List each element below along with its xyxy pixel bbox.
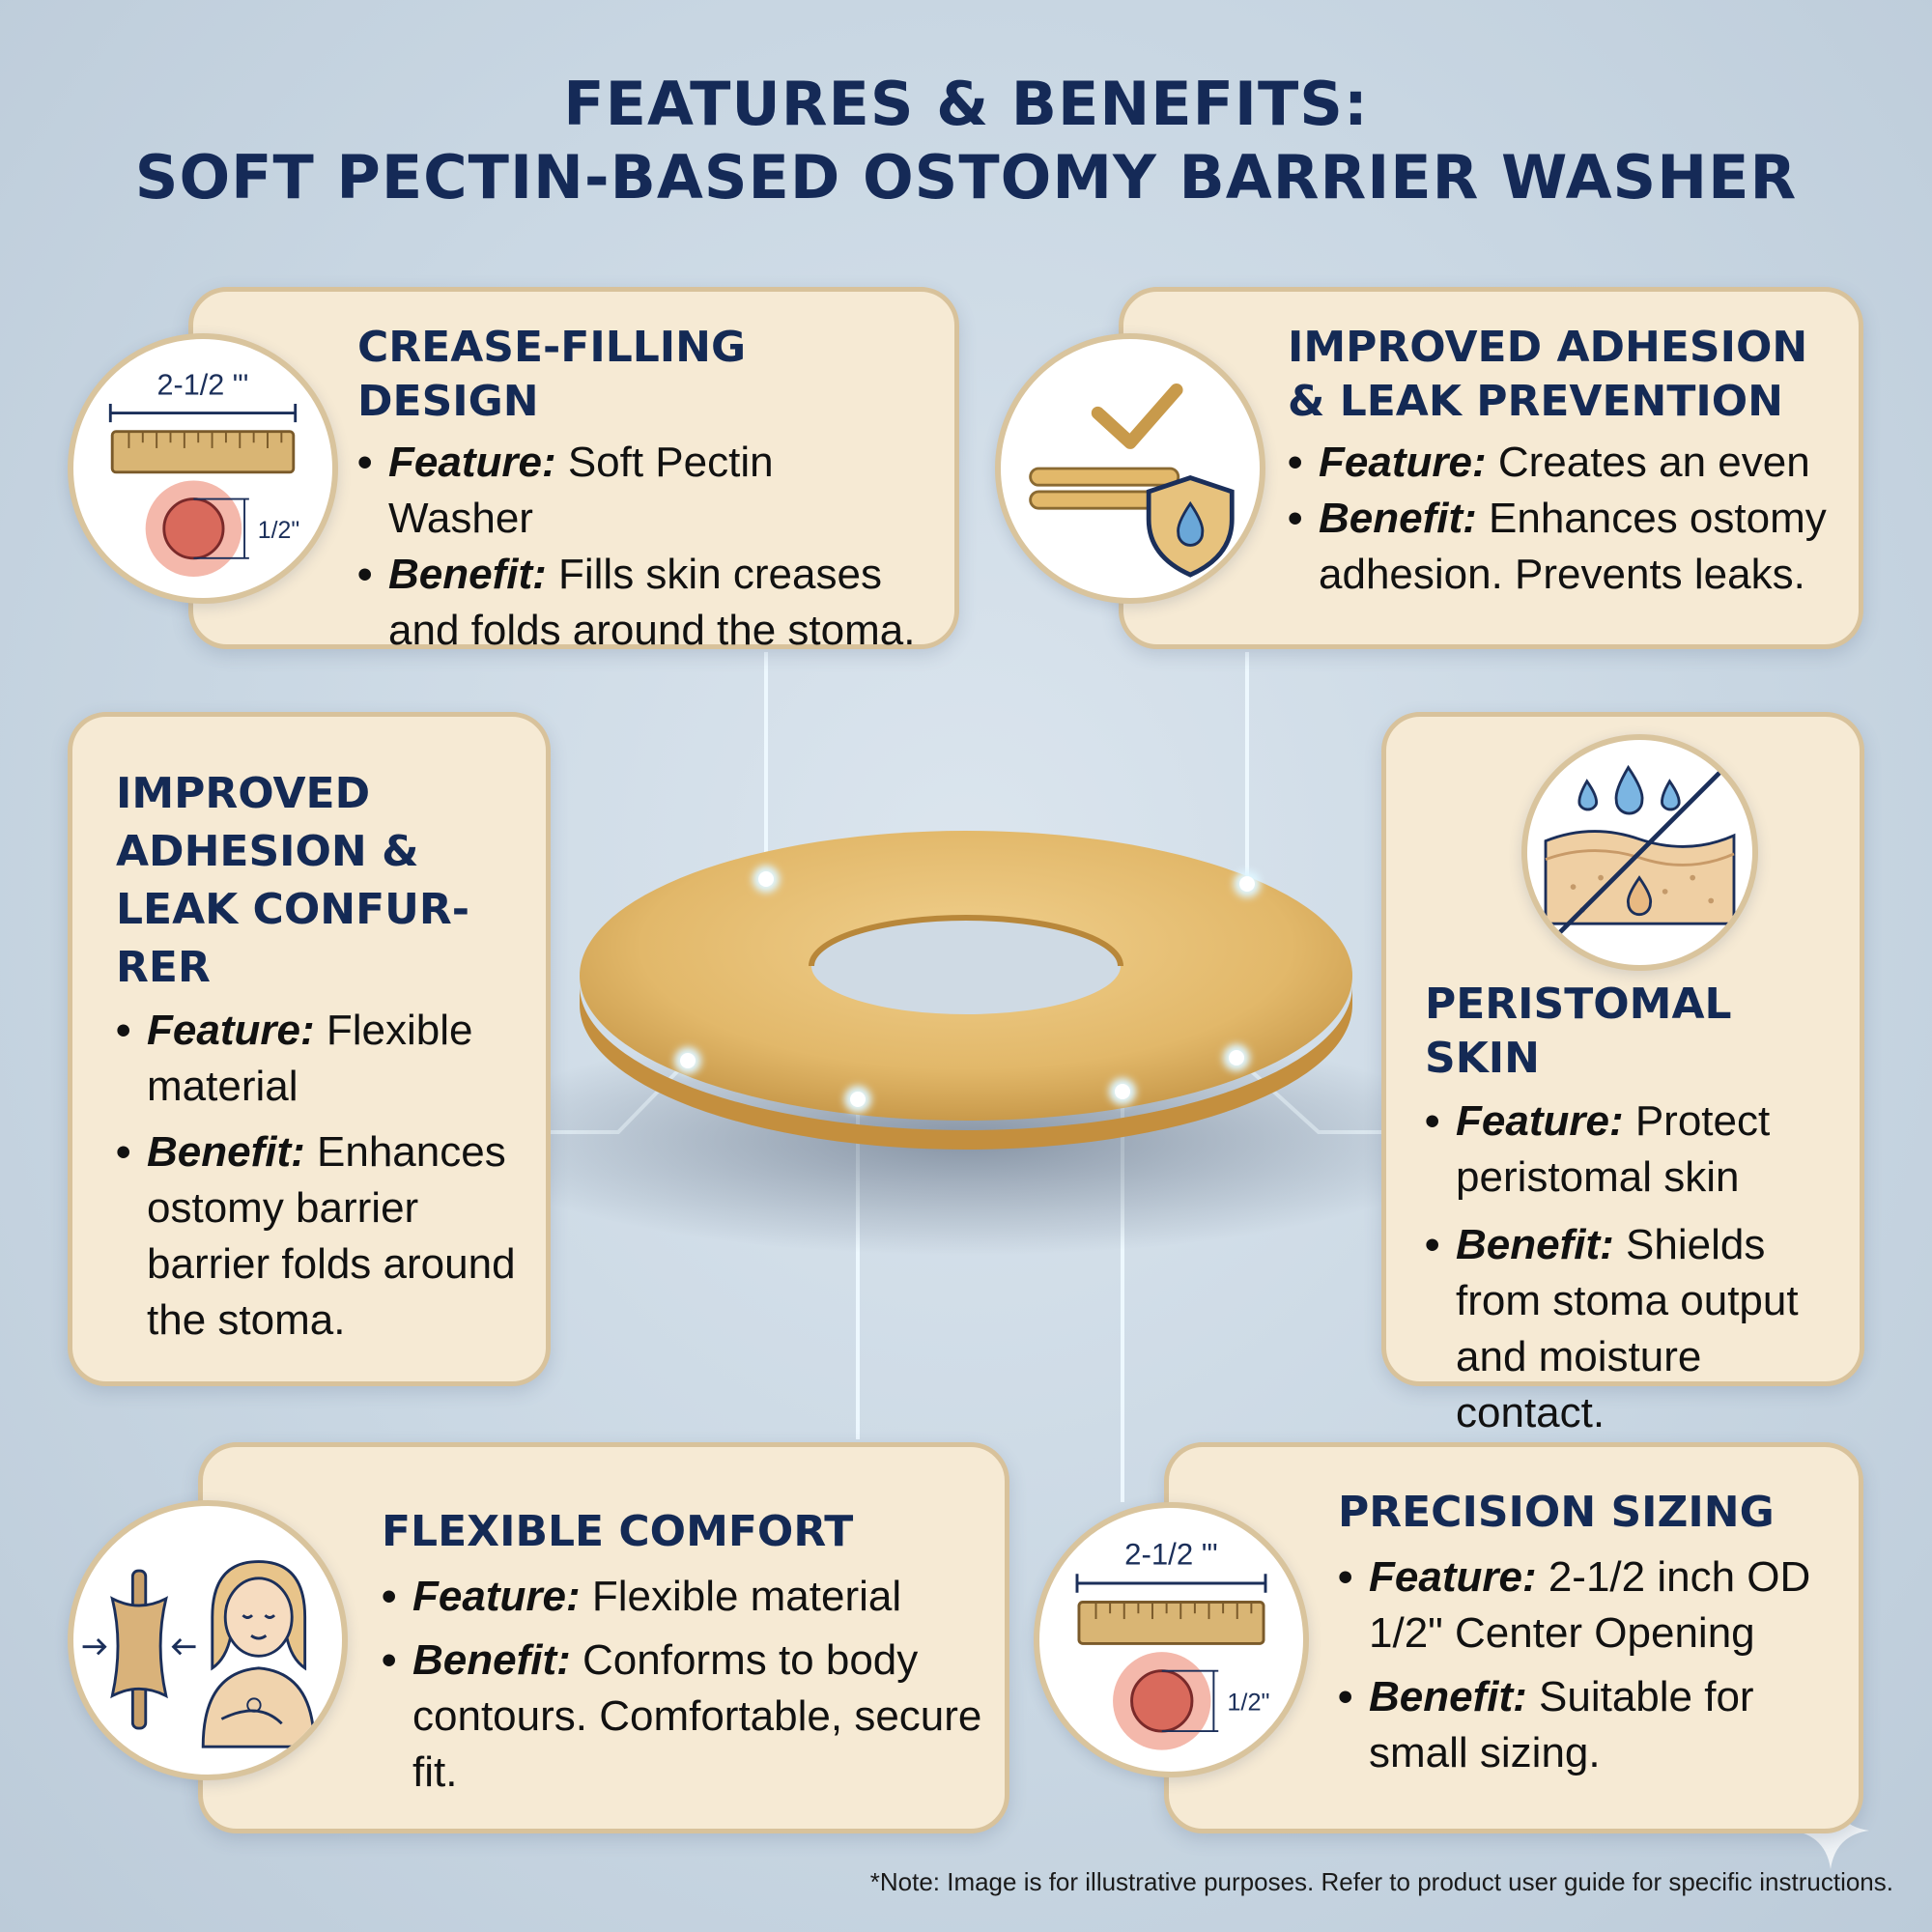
washer bbox=[580, 831, 1352, 1121]
checkmark-shield-icon bbox=[995, 333, 1265, 604]
footnote: *Note: Image is for illustrative purpose… bbox=[869, 1867, 1893, 1896]
ruler-icon: 2-1/2 "' 1/2" bbox=[1034, 1502, 1309, 1777]
washer-edge bbox=[580, 985, 1352, 1150]
feature-item: Feature: 2-1/2 inch OD 1/2" Center Openi… bbox=[1338, 1549, 1839, 1662]
svg-text:2-1/2 "': 2-1/2 "' bbox=[157, 368, 249, 401]
connector-lines bbox=[551, 652, 1381, 1502]
benefit-item: Benefit: Suitable for small sizing. bbox=[1338, 1669, 1839, 1781]
checkmark-icon bbox=[1091, 383, 1183, 449]
svg-text:1/2": 1/2" bbox=[1227, 1690, 1269, 1717]
feature-item: Feature: Creates an even bbox=[1288, 435, 1830, 491]
svg-text:1/2": 1/2" bbox=[258, 517, 299, 544]
title-line-1: FEATURES & BENEFITS: bbox=[563, 69, 1369, 139]
card-heading: IMPROVED ADHESION & LEAK PREVENTION bbox=[1288, 323, 1808, 426]
ruler-icon: 2-1/2 "' 1/2" bbox=[68, 333, 338, 604]
washer-shadow bbox=[464, 1024, 1468, 1256]
page-title: FEATURES & BENEFITS: SOFT PECTIN-BASED O… bbox=[0, 68, 1932, 214]
feature-item: Feature: Flexible material bbox=[116, 1003, 517, 1115]
title-line-2: SOFT PECTIN-BASED OSTOMY BARRIER WASHER bbox=[134, 142, 1798, 213]
card-heading: CREASE-FILLING DESIGN bbox=[357, 323, 747, 426]
connector-dots bbox=[674, 866, 1261, 1113]
card-heading: PRECISION SIZING bbox=[1338, 1488, 1775, 1537]
card-flexible-comfort: FLEXIBLE COMFORT Feature: Flexible mater… bbox=[198, 1442, 1009, 1833]
benefit-item: Benefit: Enhances ostomy adhesion. Preve… bbox=[1288, 491, 1830, 603]
card-heading: PERISTOMAL SKIN bbox=[1425, 980, 1732, 1083]
feature-item: Feature: Protect peristomal skin bbox=[1425, 1094, 1840, 1206]
benefit-item: Benefit: Fills skin creases and folds ar… bbox=[357, 547, 925, 659]
benefit-item: Benefit: Conforms to body contours. Comf… bbox=[382, 1633, 985, 1801]
card-heading: IMPROVED ADHESION & LEAK CONFUR- RER bbox=[116, 769, 470, 992]
feature-item: Feature: Flexible material bbox=[382, 1569, 985, 1625]
card-improved-adhesion-left: IMPROVED ADHESION & LEAK CONFUR- RER Fea… bbox=[68, 712, 551, 1386]
feature-item: Feature: Soft Pectin Washer bbox=[357, 435, 925, 547]
svg-text:2-1/2 "': 2-1/2 "' bbox=[1124, 1538, 1218, 1572]
skin-no-moisture-icon bbox=[1521, 734, 1758, 971]
card-heading: FLEXIBLE COMFORT bbox=[382, 1507, 854, 1556]
benefit-item: Benefit: Enhances ostomy barrier barrier… bbox=[116, 1124, 517, 1349]
person-comfort-icon bbox=[68, 1500, 348, 1780]
washer-hole bbox=[811, 918, 1121, 1014]
benefit-item: Benefit: Shields from stoma output and m… bbox=[1425, 1217, 1840, 1441]
